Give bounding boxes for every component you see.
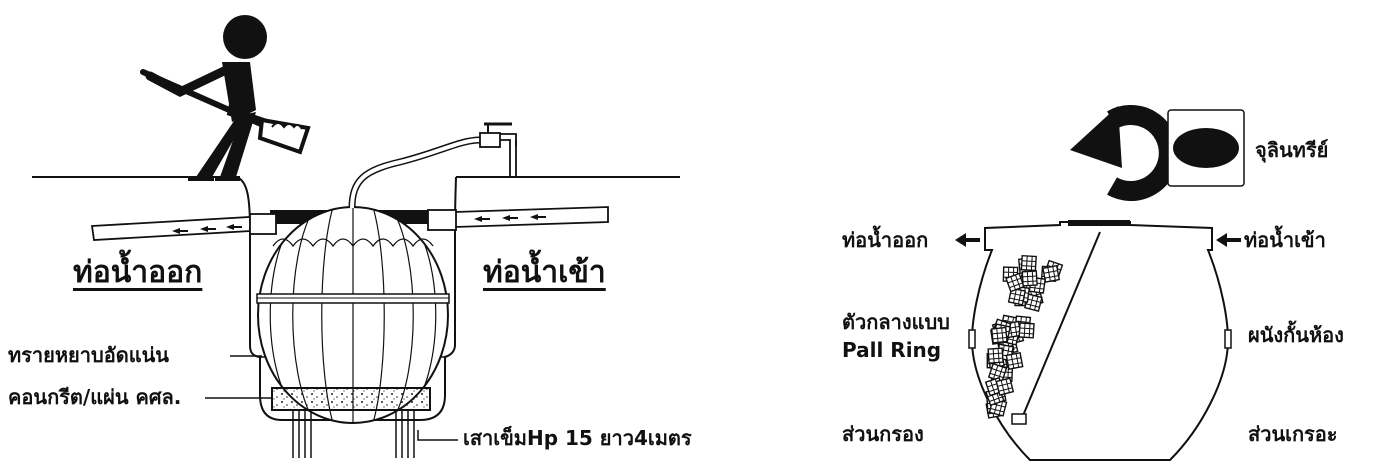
rotate-arrow-icon xyxy=(1070,105,1179,201)
inlet-arrow-icon xyxy=(1216,233,1241,247)
pall-ring xyxy=(1005,272,1025,293)
pall-ring xyxy=(1021,270,1038,287)
pall-ring xyxy=(990,326,1008,344)
pall-ring xyxy=(987,347,1004,364)
sand-label: ทรายหยาบอัดแน่น xyxy=(8,343,169,367)
pall-ring xyxy=(1005,351,1024,371)
pile-label: เสาเข็มHp 15 ยาว4เมตร xyxy=(463,426,692,450)
microbe-bag-icon xyxy=(1167,109,1245,187)
outlet-label-left: ท่อน้ำออก xyxy=(73,255,203,290)
vent-hose xyxy=(348,122,517,209)
outlet-arrow-icon xyxy=(955,233,980,247)
media-label-line2: Pall Ring xyxy=(842,338,942,362)
pall-ring-media xyxy=(984,254,1064,419)
inlet-pipe xyxy=(427,206,609,231)
leader-lines xyxy=(205,355,458,441)
pall-ring xyxy=(1020,254,1037,272)
piles xyxy=(292,410,415,458)
pall-ring xyxy=(995,377,1015,396)
microbe-label: จุลินทรีย์ xyxy=(1255,138,1329,162)
installation-section xyxy=(32,15,680,458)
outlet-label-right: ท่อน้ำออก xyxy=(842,228,929,252)
pall-ring xyxy=(1007,287,1026,306)
pall-ring xyxy=(1018,322,1035,339)
outlet-pipe xyxy=(90,213,277,241)
concrete-base xyxy=(271,387,431,411)
concrete-label: คอนกรีต/แผ่น คศล. xyxy=(8,385,182,409)
baffle-wall xyxy=(1021,231,1101,419)
inlet-label-right: ท่อน้ำเข้า xyxy=(1244,228,1326,252)
pall-ring xyxy=(1042,264,1061,283)
baffle-label: ผนังกั้นห้อง xyxy=(1248,323,1344,347)
tank-internal-section xyxy=(955,105,1245,461)
filter-section-label: ส่วนกรอง xyxy=(842,422,924,446)
inlet-label-left: ท่อน้ำเข้า xyxy=(483,255,606,290)
worker-icon xyxy=(140,15,311,181)
media-label-line1: ตัวกลางแบบ xyxy=(842,310,950,334)
settle-section-label: ส่วนเกรอะ xyxy=(1248,422,1338,446)
